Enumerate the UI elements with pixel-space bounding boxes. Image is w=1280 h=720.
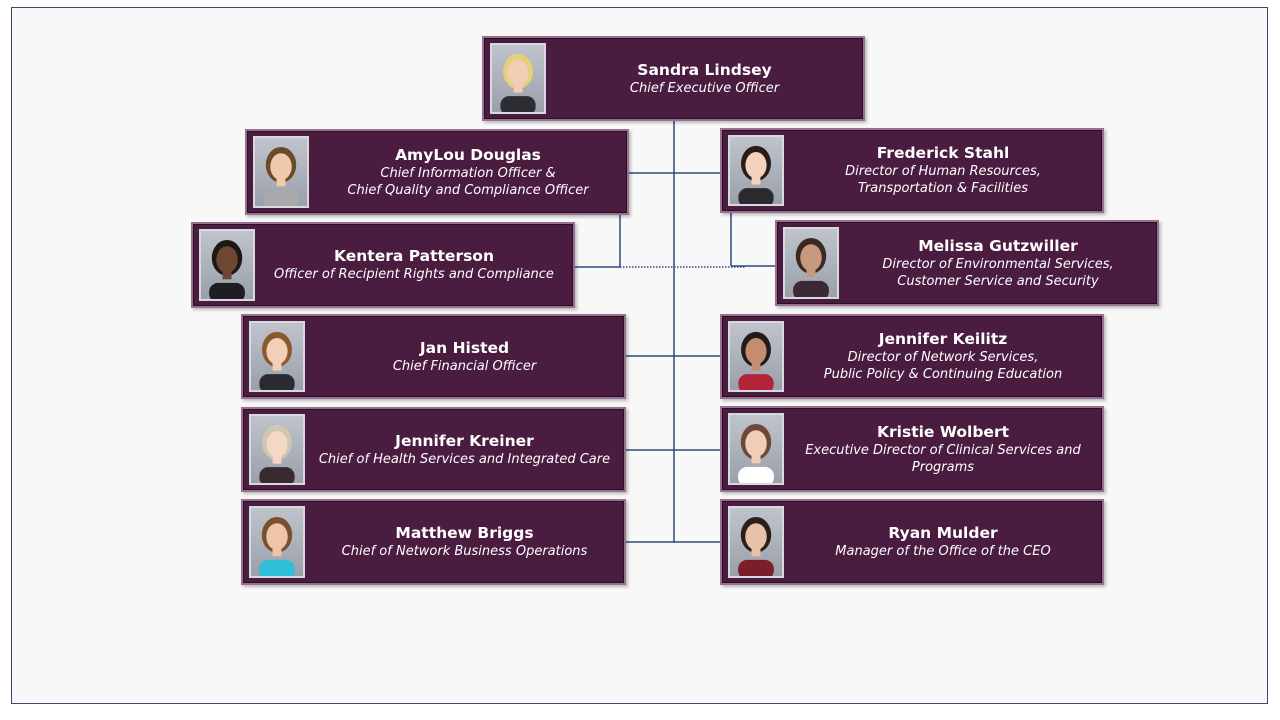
headshot-icon xyxy=(793,237,829,297)
headshot-icon xyxy=(738,331,774,390)
person-title-line: Chief Executive Officer xyxy=(629,80,780,96)
photo xyxy=(253,136,309,208)
photo xyxy=(249,414,305,485)
photo xyxy=(783,227,839,299)
photo xyxy=(728,506,784,578)
person-title-line: Director of Network Services, xyxy=(847,350,1039,365)
person-name: Frederick Stahl xyxy=(876,144,1010,162)
photo xyxy=(728,321,784,392)
photo xyxy=(490,43,546,114)
headshot-icon xyxy=(259,331,295,390)
headshot-icon xyxy=(738,516,774,576)
person-title-line: Executive Director of Clinical Services … xyxy=(805,442,1081,458)
person-title-line: Manager of the Office of the CEO xyxy=(835,544,1051,559)
person-name: Jennifer Keilitz xyxy=(878,330,1008,348)
person-name: AmyLou Douglas xyxy=(395,145,541,164)
headshot-icon xyxy=(259,516,295,576)
person-name: Matthew Briggs xyxy=(395,524,534,542)
photo xyxy=(728,413,784,485)
headshot-icon xyxy=(259,424,295,483)
person-name: Kristie Wolbert xyxy=(877,422,1009,441)
person-title-line: Chief of Health Services and Integrated … xyxy=(318,451,611,467)
person-title-line: Public Policy & Continuing Education xyxy=(823,367,1063,382)
person-name: Jan Histed xyxy=(419,338,510,357)
person-title-line: Chief Information Officer & xyxy=(380,165,556,181)
person-name: Kentera Patterson xyxy=(334,247,494,265)
person-title-line: Programs xyxy=(911,459,975,475)
person-title-line: Officer of Recipient Rights and Complian… xyxy=(274,267,554,282)
photo xyxy=(249,506,305,578)
person-title-line: Director of Human Resources, xyxy=(845,164,1041,179)
headshot-icon xyxy=(738,423,774,483)
headshot-icon xyxy=(500,53,536,112)
person-name: Sandra Lindsey xyxy=(637,60,772,79)
person-title-line: Chief Quality and Compliance Officer xyxy=(347,182,589,198)
person-name: Melissa Gutzwiller xyxy=(918,236,1078,255)
photo xyxy=(249,321,305,392)
person-title-line: Chief of Network Business Operations xyxy=(341,544,588,559)
person-title-line: Chief Financial Officer xyxy=(392,358,537,374)
person-title-line: Customer Service and Security xyxy=(897,273,1099,289)
headshot-icon xyxy=(738,145,774,204)
photo xyxy=(199,229,255,301)
photo xyxy=(728,135,784,206)
headshot-icon xyxy=(209,239,245,299)
person-title-line: Transportation & Facilities xyxy=(857,181,1029,196)
person-name: Ryan Mulder xyxy=(888,524,998,542)
person-title-line: Director of Environmental Services, xyxy=(882,256,1114,272)
person-name: Jennifer Kreiner xyxy=(395,431,534,450)
headshot-icon xyxy=(263,146,299,206)
